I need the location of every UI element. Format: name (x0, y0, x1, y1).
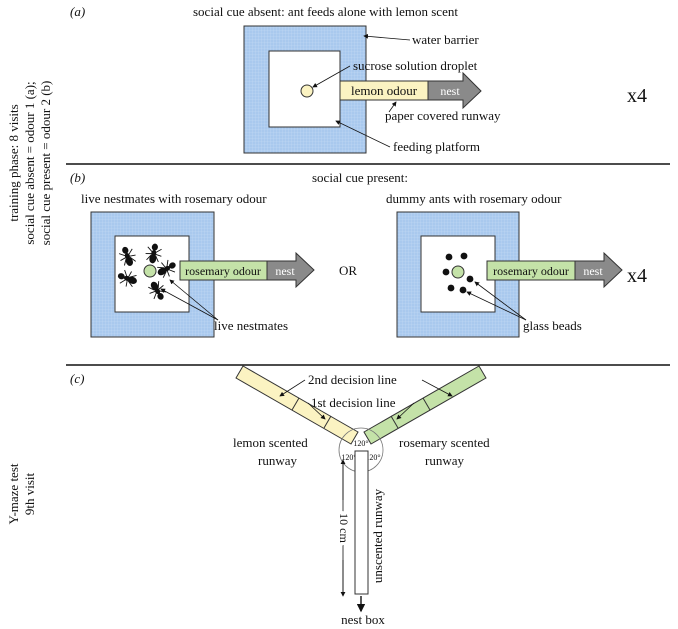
panel-a-title: social cue absent: ant feeds alone with … (193, 4, 458, 19)
lemon-runway-label-1: lemon scented (233, 435, 308, 450)
glass-bead-icons (442, 252, 474, 294)
or-label: OR (339, 263, 357, 278)
sucrose-droplet (300, 84, 314, 98)
panel-b-multiplier: x4 (627, 265, 647, 287)
nest-box-label: nest box (341, 612, 385, 627)
svg-text:9th visit: 9th visit (22, 472, 37, 515)
nest-arrow-left (266, 251, 315, 289)
panel-c: (c) 120° 120° 120° 10 cm 10 cm unscented… (70, 365, 490, 627)
angle-top: 120° (353, 439, 368, 448)
decision-line-1-label: 1st decision line (311, 395, 396, 410)
ant-icons (117, 243, 176, 300)
side-label-training: training phase: 8 visits social cue abse… (6, 81, 53, 246)
svg-text:training phase: 8 visits: training phase: 8 visits (6, 104, 21, 221)
panel-a-label: (a) (70, 4, 85, 19)
nest-arrow-right (574, 251, 623, 289)
panel-b-title: social cue present: (312, 170, 408, 185)
panel-a: (a) social cue absent: ant feeds alone w… (70, 4, 647, 154)
droplet-label: sucrose solution droplet (353, 58, 478, 73)
nest-arrow-label: nest (440, 84, 460, 98)
nest-arrow (427, 71, 482, 110)
length-label: 10 cm (337, 513, 351, 543)
lemon-odour-label: lemon odour (351, 83, 418, 98)
nest-arrow-left-label: nest (275, 264, 295, 278)
lemon-runway-label-2: runway (258, 453, 297, 468)
angle-left: 120° (341, 453, 356, 462)
droplet-right (451, 265, 465, 279)
water-barrier-label: water barrier (412, 32, 479, 47)
glass-beads-label: glass beads (523, 318, 582, 333)
live-nestmates-label: live nestmates (214, 318, 288, 333)
panel-b: (b) social cue present: live nestmates w… (70, 170, 647, 338)
unscented-runway (354, 450, 369, 595)
panel-c-label: (c) (70, 371, 84, 386)
rosemary-arm (363, 365, 487, 445)
live-nestmates-title: live nestmates with rosemary odour (81, 191, 267, 206)
svg-text:Y-maze test: Y-maze test (6, 463, 21, 524)
rosemary-odour-label-right: rosemary odour (493, 264, 569, 278)
rosemary-odour-label-left: rosemary odour (185, 264, 261, 278)
angle-right: 120° (365, 453, 380, 462)
lemon-arm (235, 365, 359, 445)
panel-a-multiplier: x4 (627, 85, 647, 107)
platform-label: feeding platform (393, 139, 480, 154)
svg-text:social cue present = odour 2 (: social cue present = odour 2 (b) (38, 81, 53, 246)
rosemary-runway-label-2: runway (425, 453, 464, 468)
nest-arrow-right-label: nest (583, 264, 603, 278)
runway-label: paper covered runway (385, 108, 501, 123)
rosemary-runway-label-1: rosemary scented (399, 435, 490, 450)
side-label-test: Y-maze test 9th visit (6, 463, 37, 524)
unscented-label: unscented runway (370, 488, 385, 583)
droplet-left (143, 264, 157, 278)
svg-text:10 cm: 10 cm (337, 513, 351, 543)
dummy-ants-title: dummy ants with rosemary odour (386, 191, 562, 206)
svg-text:social cue absent = odour 1 (a: social cue absent = odour 1 (a); (22, 81, 37, 244)
decision-line-2-label: 2nd decision line (308, 372, 397, 387)
panel-b-label: (b) (70, 170, 85, 185)
